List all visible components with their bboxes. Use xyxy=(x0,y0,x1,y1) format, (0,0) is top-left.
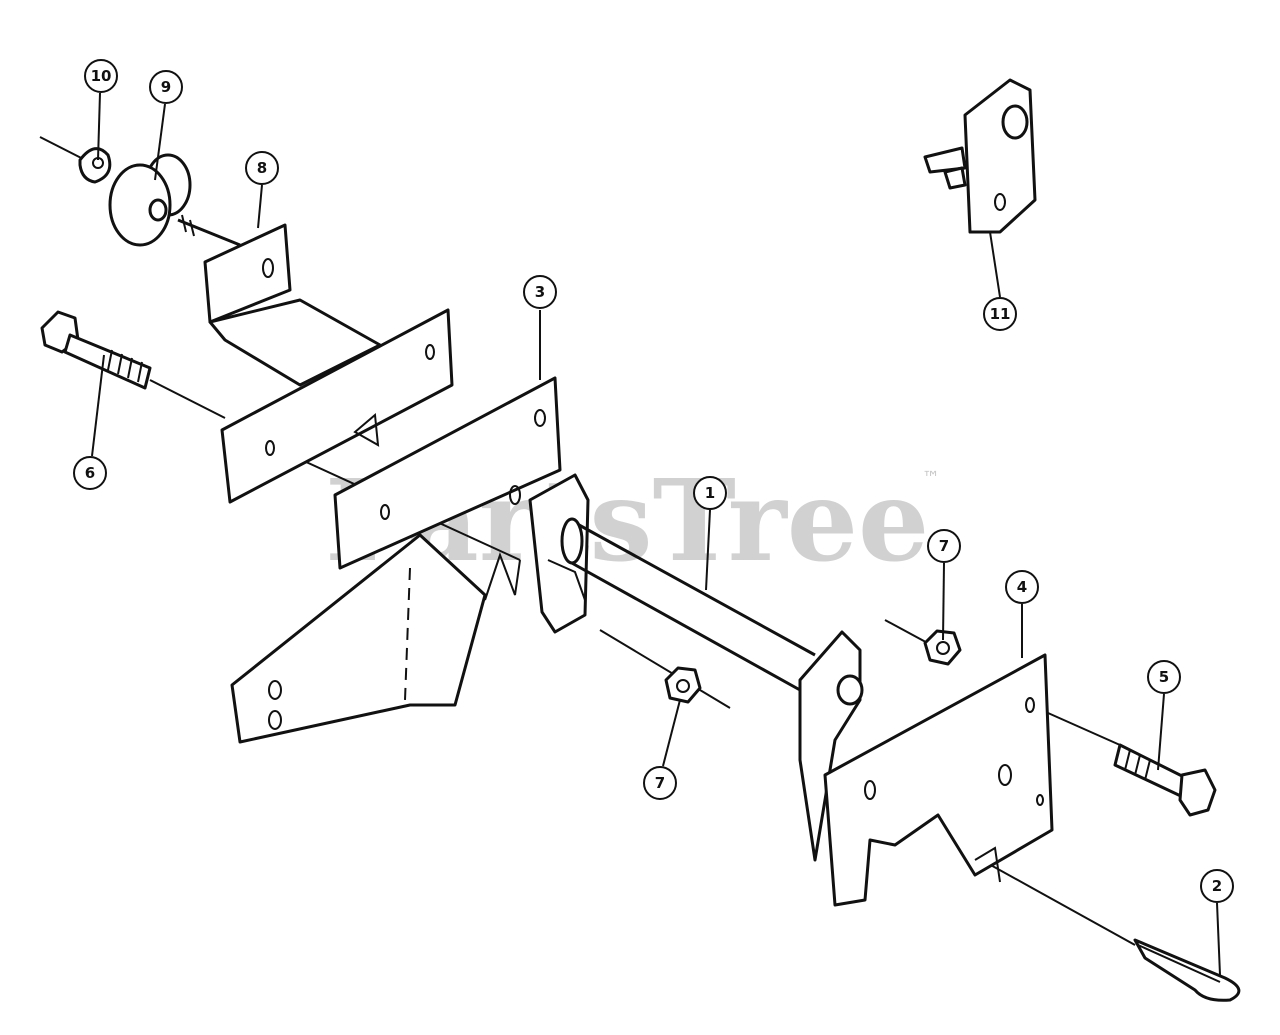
part-11-pivot-plate xyxy=(923,78,1037,234)
part-1-shaft-assembly xyxy=(528,473,864,862)
part-10-e-clip xyxy=(78,147,112,184)
callout-2: 2 xyxy=(1200,869,1234,976)
callout-4: 4 xyxy=(1005,570,1039,658)
svg-text:5: 5 xyxy=(1159,668,1169,686)
svg-text:7: 7 xyxy=(655,774,665,792)
callout-5: 5 xyxy=(1147,660,1181,771)
callout-10: 10 xyxy=(84,59,118,161)
part-7-nut-upper xyxy=(923,629,962,666)
svg-text:4: 4 xyxy=(1017,578,1027,596)
lower-triangular-plate xyxy=(230,533,521,744)
callout-3: 3 xyxy=(523,275,557,380)
callout-7-upper: 7 xyxy=(927,529,961,641)
callout-6: 6 xyxy=(73,354,107,490)
svg-text:3: 3 xyxy=(535,283,545,301)
svg-text:9: 9 xyxy=(161,78,171,96)
callout-1: 1 xyxy=(693,476,727,591)
svg-text:1: 1 xyxy=(705,484,715,502)
callout-7-lower: 7 xyxy=(643,699,681,800)
part-3-mounting-plate xyxy=(333,376,562,570)
part-4-side-plate xyxy=(823,653,1054,907)
svg-text:8: 8 xyxy=(257,159,267,177)
part-7-nut-lower xyxy=(664,666,702,704)
callout-9: 9 xyxy=(149,70,183,181)
part-6-bolt xyxy=(40,310,152,390)
svg-text:2: 2 xyxy=(1212,877,1222,895)
part-2-hairpin-clip xyxy=(1133,938,1241,1002)
watermark-trademark: ™ xyxy=(922,468,940,489)
callout-11: 11 xyxy=(983,231,1017,331)
svg-text:11: 11 xyxy=(990,305,1011,323)
svg-text:7: 7 xyxy=(939,537,949,555)
svg-text:6: 6 xyxy=(85,464,95,482)
callout-8: 8 xyxy=(245,151,279,229)
part-8-upper-bracket xyxy=(203,223,454,504)
svg-text:10: 10 xyxy=(91,67,112,85)
part-9-pulley xyxy=(108,153,241,247)
part-5-bolt xyxy=(1113,743,1217,817)
